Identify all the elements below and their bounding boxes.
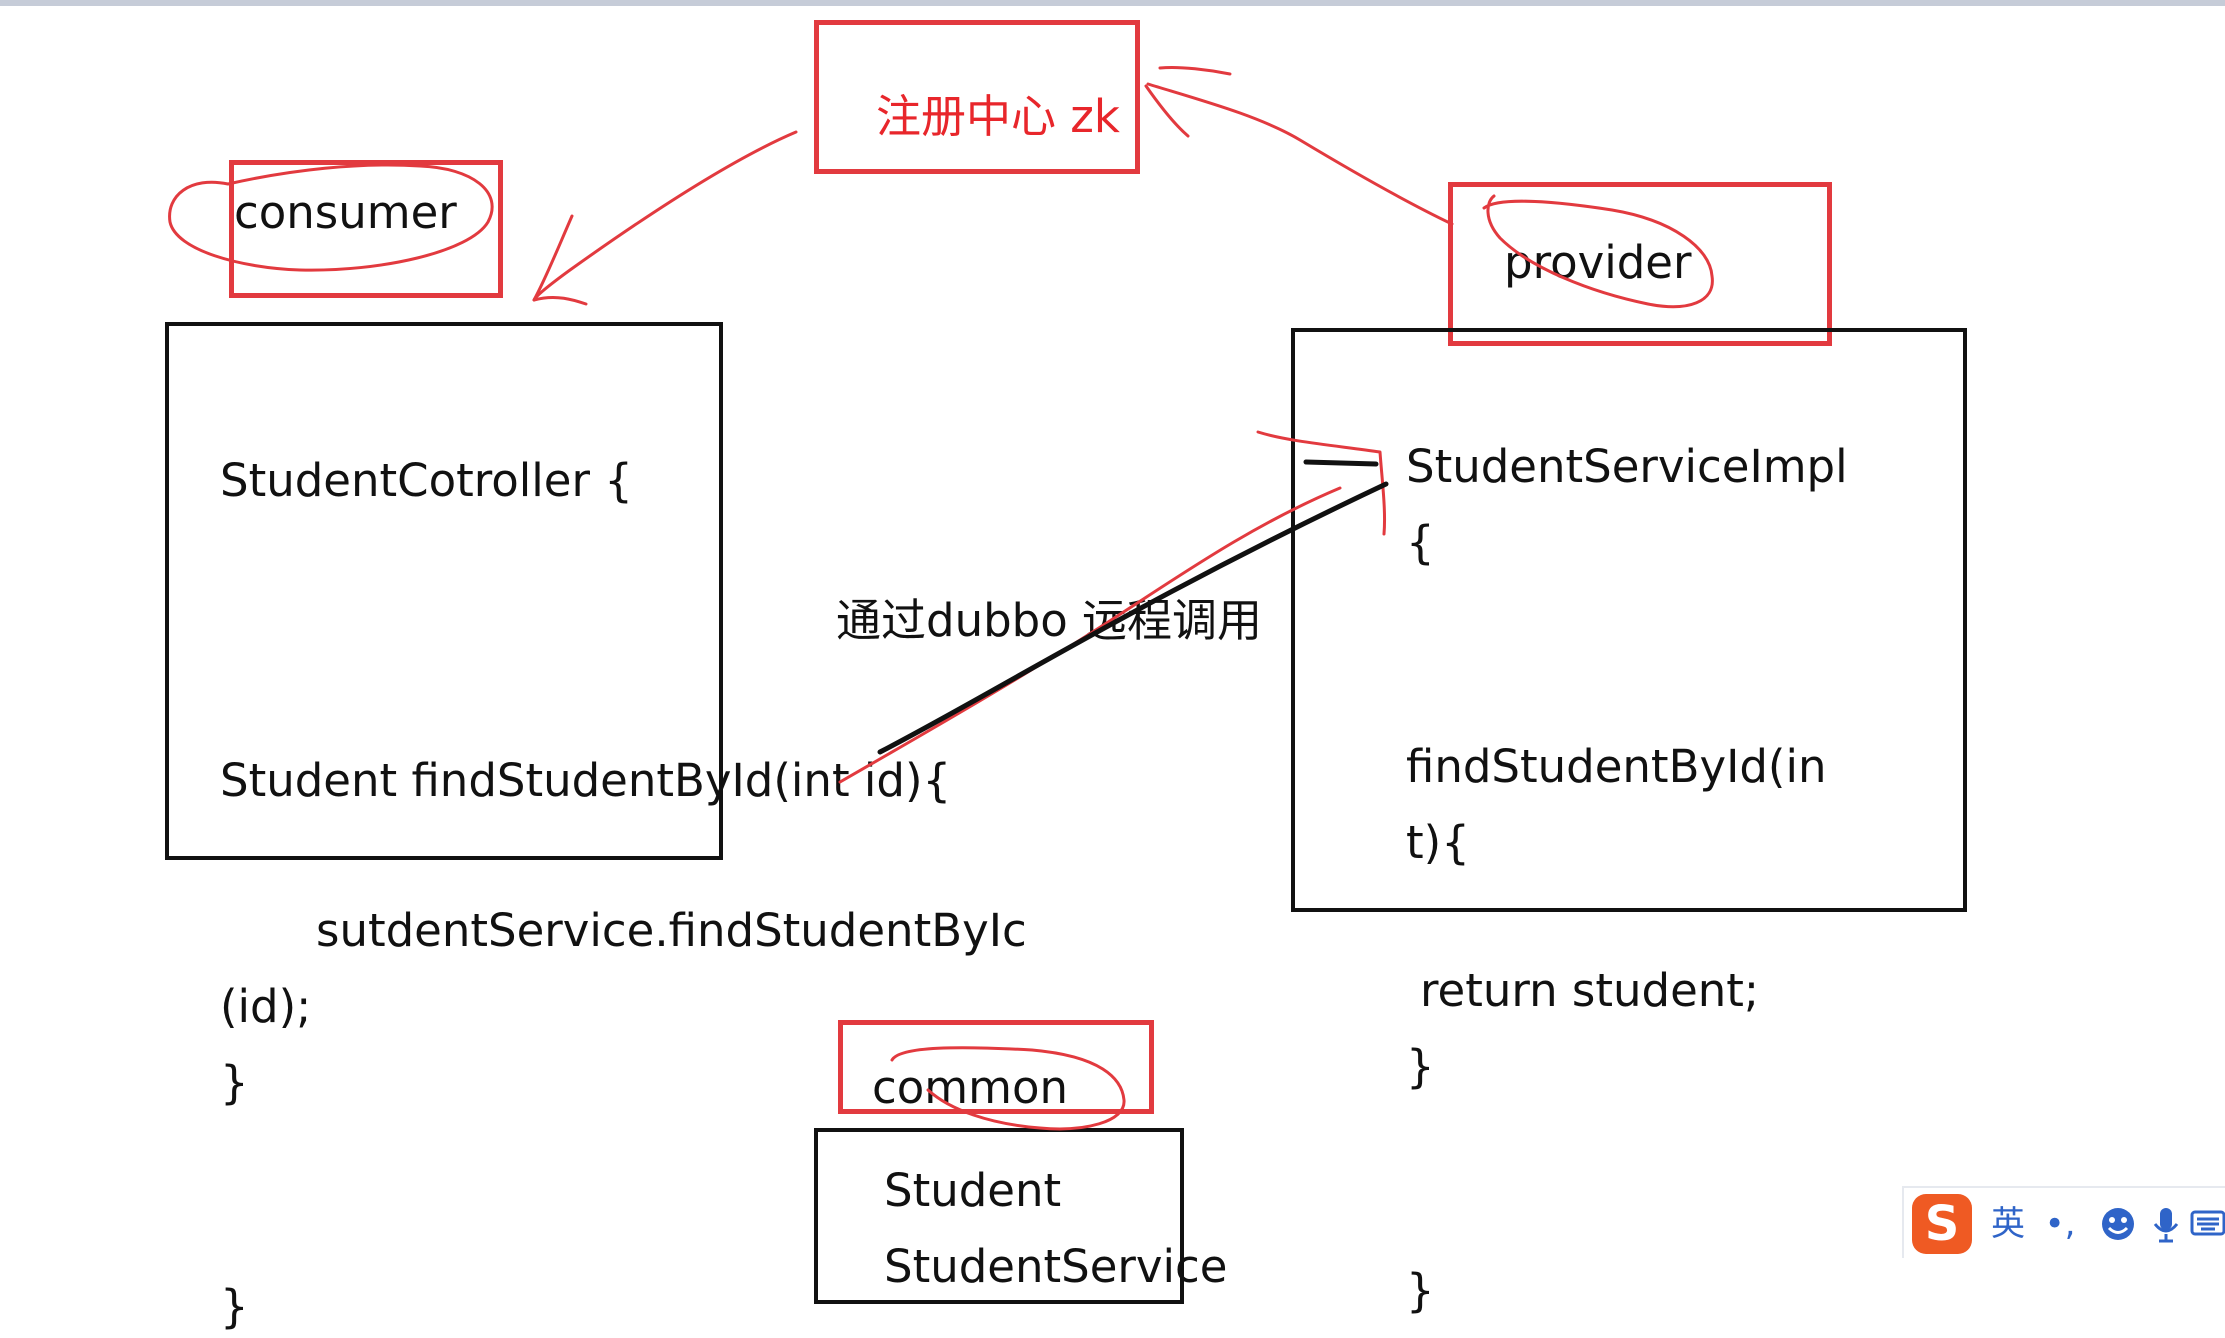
common-label: common: [872, 1061, 1068, 1114]
call-line: [877, 481, 1389, 755]
consumer-label: consumer: [234, 186, 457, 239]
consumer-call-line-2: (id);: [220, 980, 312, 1033]
common-scribble: [890, 1046, 1126, 1131]
ime-mode-toggle[interactable]: 英: [1991, 1204, 2025, 1244]
common-label-box: [838, 1020, 1154, 1114]
provider-open-brace: {: [1406, 516, 1435, 569]
consumer-label-box: [229, 160, 503, 298]
arrow-registry-to-consumer: [532, 130, 798, 302]
microphone-icon[interactable]: [2146, 1202, 2186, 1246]
keyboard-icon[interactable]: [2190, 1202, 2225, 1246]
provider-method-line-2: t){: [1406, 816, 1470, 869]
registry-label: 注册中心 zk: [876, 90, 1120, 143]
smiley-icon[interactable]: [2096, 1202, 2140, 1246]
consumer-close-method: }: [220, 1056, 249, 1109]
consumer-scribble: [168, 163, 494, 272]
common-box: [814, 1128, 1184, 1304]
arrow-registry-to-provider-head: [1144, 65, 1232, 138]
ime-toolbar: S 英 •,: [1902, 1186, 2225, 1258]
provider-scribble: [1482, 194, 1714, 309]
provider-close-method: }: [1406, 1040, 1435, 1093]
consumer-box: [165, 322, 723, 860]
arrow-remote-call-head: [1256, 430, 1387, 536]
ime-punctuation-toggle[interactable]: •,: [2044, 1204, 2076, 1244]
consumer-close-class: }: [220, 1280, 249, 1333]
remote-call-label: 通过dubbo 远程调用: [836, 594, 1263, 647]
provider-return-line: return student;: [1420, 964, 1760, 1017]
provider-label-box: [1448, 182, 1832, 346]
provider-box: [1291, 328, 1967, 912]
sogou-logo-icon[interactable]: S: [1912, 1194, 1972, 1254]
arrow-registry-to-provider: [1146, 82, 1454, 226]
consumer-call-line-1: sutdentService.findStudentByIc: [316, 904, 1027, 957]
call-line-tick: [1303, 459, 1379, 467]
provider-class-line: StudentServiceImpl: [1406, 440, 1848, 493]
arrow-registry-to-consumer-head: [532, 214, 588, 306]
provider-method-line-1: findStudentById(in: [1406, 740, 1827, 793]
registry-box: [814, 20, 1140, 174]
window-top-edge: [0, 0, 2225, 6]
provider-close-class: }: [1406, 1264, 1435, 1317]
common-item-student-service: StudentService: [884, 1240, 1228, 1293]
consumer-class-line: StudentCotroller {: [220, 454, 633, 507]
consumer-method-line: Student findStudentById(int id){: [220, 754, 952, 807]
common-item-student: Student: [884, 1164, 1062, 1217]
